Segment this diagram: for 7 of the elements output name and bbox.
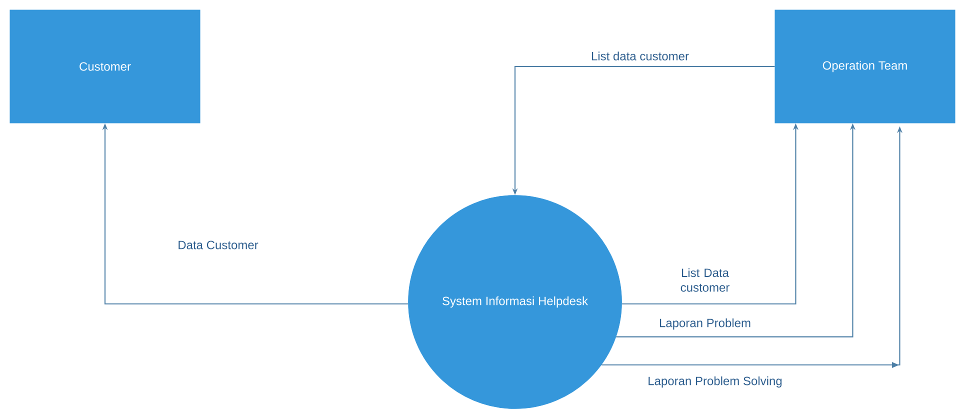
edge-label: Laporan Problem (660, 318, 750, 330)
edge-label: Data Customer (178, 240, 258, 250)
edge-label: List Data customer (680, 268, 730, 292)
entity-box: Customer (10, 10, 200, 124)
edge-label: List data customer (592, 52, 689, 60)
entity-box: Operation Team (774, 10, 956, 124)
edge-label: Laporan Problem Solving (648, 376, 782, 388)
